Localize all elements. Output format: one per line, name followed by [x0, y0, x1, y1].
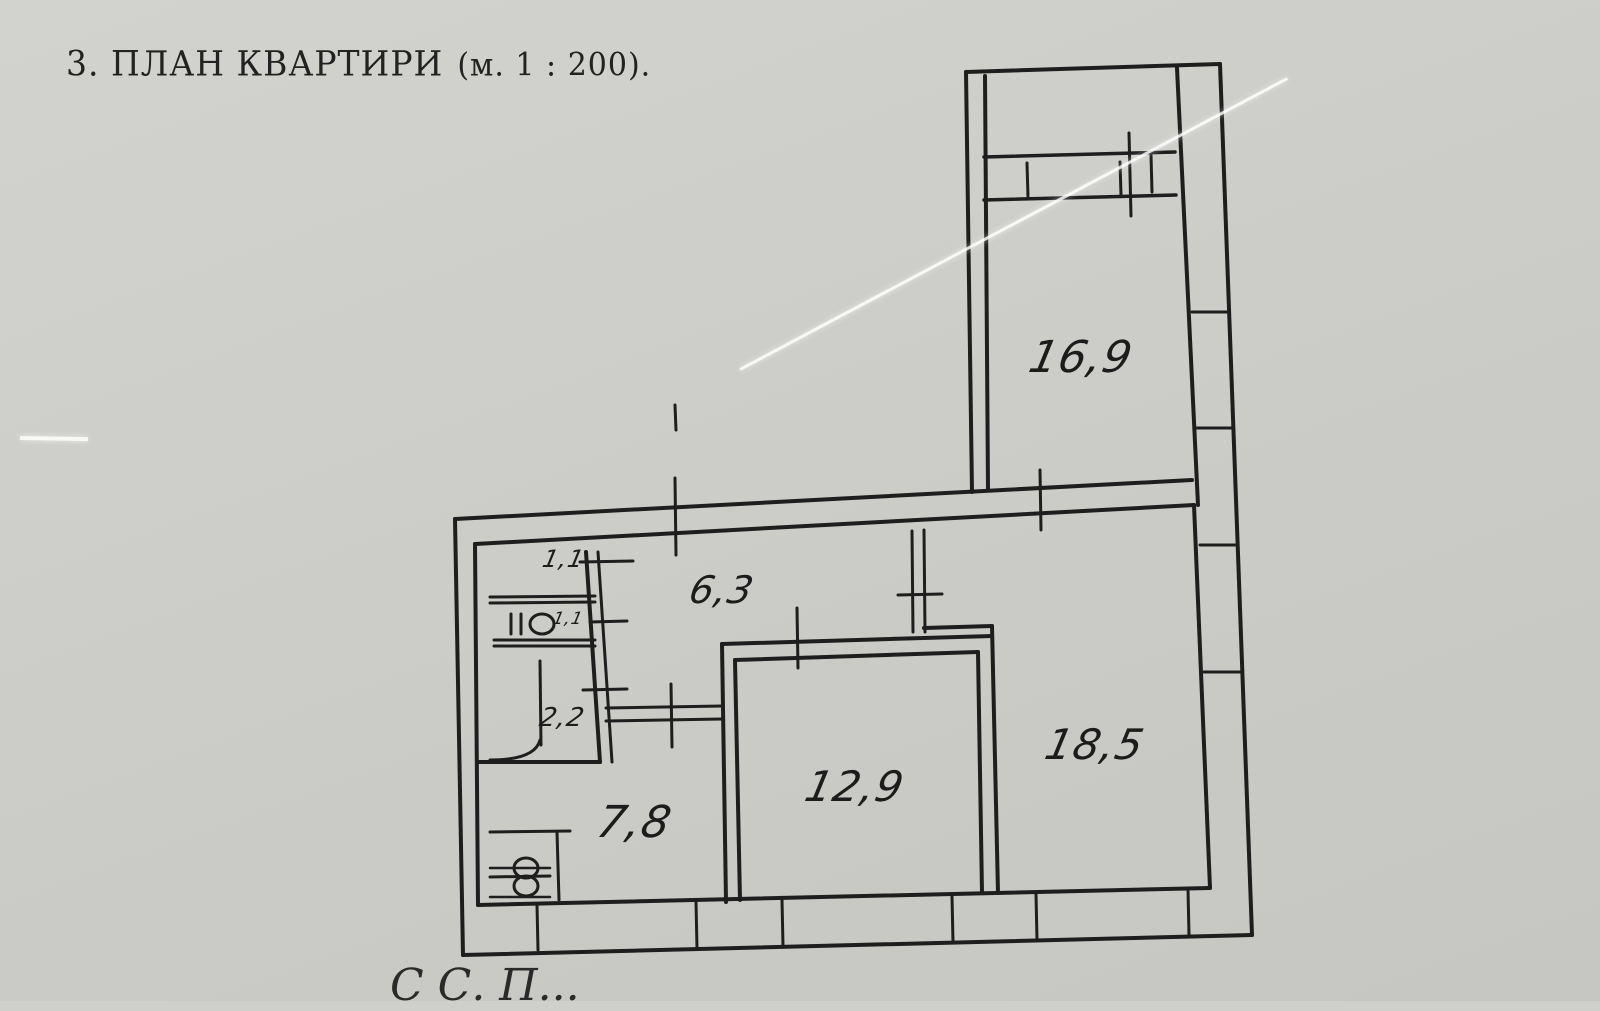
scale-text: (м. 1 : 200).	[457, 47, 652, 84]
area-label-corridor: 6,3	[685, 568, 759, 612]
north-room-walls	[964, 62, 1254, 937]
central-wall	[453, 403, 1196, 557]
signature-fragment: С С. П...	[390, 960, 580, 1011]
title-text: 3. ПЛАН КВАРТИРИ	[66, 43, 444, 84]
area-label-middle-room: 12,9	[800, 762, 909, 811]
bathroom-block-walls	[476, 550, 635, 764]
area-label-bathroom: 2,2	[536, 703, 588, 733]
middle-room-walls	[720, 528, 1000, 904]
area-label-north-room: 16,9	[1024, 332, 1138, 383]
passage-walls	[604, 682, 724, 749]
page-title: 3. ПЛАН КВАРТИРИ (м. 1 : 200).	[66, 43, 651, 84]
outer-lower-walls	[453, 503, 1254, 957]
area-label-washbasin: 1,1	[550, 609, 586, 629]
area-label-large-room: 18,5	[1040, 720, 1149, 769]
area-label-kitchen: 7,8	[592, 797, 677, 848]
area-label-toilet: 1,1	[540, 545, 588, 573]
stove-icon	[488, 829, 572, 902]
